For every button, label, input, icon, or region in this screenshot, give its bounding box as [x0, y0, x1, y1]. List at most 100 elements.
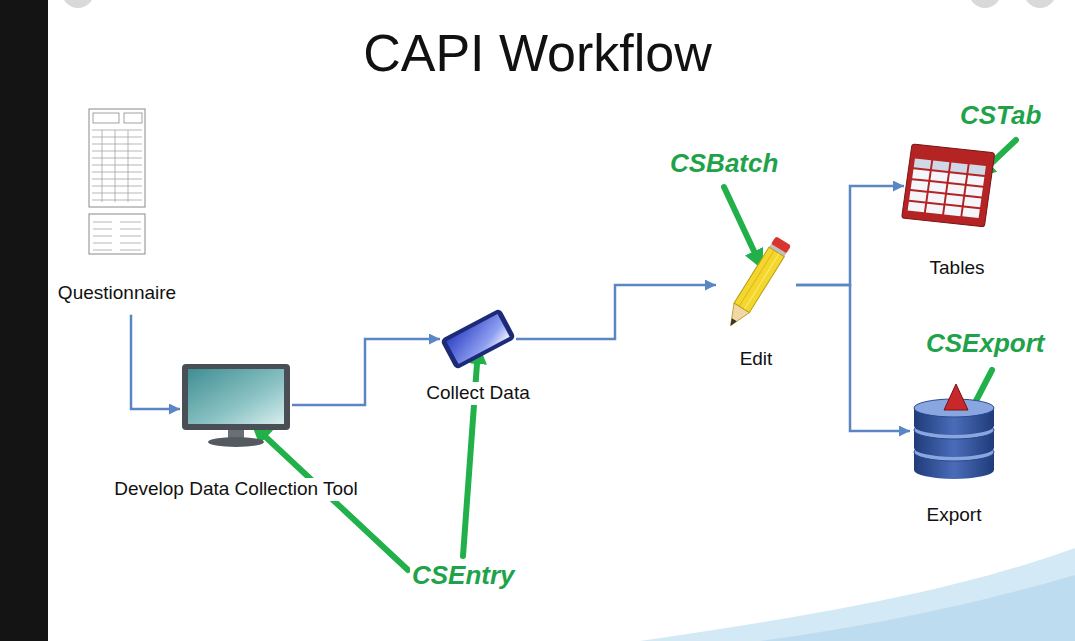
- drawing-part: [949, 173, 966, 184]
- flow-arrow: [292, 339, 440, 405]
- drawing-part: [92, 165, 142, 166]
- program-callout: CSEntry: [410, 560, 517, 591]
- drawing-part: [927, 193, 944, 204]
- corner-dot: [62, 0, 94, 8]
- drawing-part: [968, 164, 985, 175]
- node-label: Edit: [737, 348, 776, 371]
- drawing-part: [946, 195, 963, 206]
- drawing-part: [965, 186, 982, 197]
- drawing-part: [92, 144, 142, 145]
- table-icon: [904, 140, 1010, 232]
- drawing-part: [256, 140, 1016, 570]
- drawing-part: [944, 384, 968, 410]
- drawing-part: [734, 247, 784, 313]
- flow-arrow: [796, 186, 904, 285]
- drawing-part: [723, 303, 749, 330]
- flow-arrow: [131, 315, 180, 409]
- drawing-part: [208, 437, 264, 447]
- drawing-part: [728, 318, 737, 327]
- swoosh: [640, 548, 1075, 641]
- drawing-part: [120, 250, 141, 251]
- drawing-part: [739, 250, 774, 306]
- drawing-part: [912, 169, 929, 180]
- icon-node: Export: [910, 380, 998, 482]
- drawing-part: [914, 159, 931, 170]
- icon-node: Edit: [716, 234, 796, 336]
- icon-node: Questionnaire: [88, 108, 146, 256]
- drawing-part: [92, 186, 142, 187]
- database-icon: [910, 380, 998, 482]
- icon-node: Collect Data: [440, 310, 516, 368]
- program-callout: CSBatch: [668, 148, 780, 179]
- drawing-part: [967, 175, 984, 186]
- swoosh: [760, 575, 1075, 641]
- drawing-part: [92, 200, 142, 201]
- icon-node: Develop Data Collection Tool: [180, 362, 292, 448]
- flow-arrow: [516, 285, 716, 339]
- drawing-part: [440, 308, 516, 370]
- drawing-part: [92, 130, 142, 202]
- drawing-part: [964, 197, 981, 208]
- drawing-part: [120, 243, 141, 244]
- drawing-part: [914, 417, 994, 435]
- drawing-part: [188, 369, 284, 424]
- drawing-part: [93, 236, 112, 237]
- node-label: Collect Data: [423, 382, 533, 405]
- drawing-part: [120, 229, 141, 230]
- program-callout: CSTab: [958, 100, 1043, 131]
- program-callout: CSExport: [924, 328, 1046, 359]
- drawing-part: [947, 184, 964, 195]
- form-icon: [88, 108, 146, 256]
- drawing-part: [115, 130, 116, 202]
- node-label: Export: [924, 504, 985, 527]
- drawing-part: [929, 182, 946, 193]
- callout-arrow: [463, 350, 478, 556]
- drawing-part: [102, 130, 103, 202]
- drawing-part: [92, 151, 142, 152]
- drawing-part: [950, 162, 967, 173]
- flow-arrow: [796, 285, 910, 431]
- tablet-icon: [440, 310, 516, 368]
- drawing-part: [89, 214, 145, 254]
- drawing-part: [182, 364, 290, 430]
- drawing-part: [911, 180, 928, 191]
- drawing-part: [962, 208, 979, 219]
- drawing-part: [92, 179, 142, 180]
- drawing-part: [93, 250, 112, 251]
- node-label: Tables: [927, 257, 988, 280]
- drawing-part: [932, 160, 949, 171]
- drawing-part: [914, 439, 994, 457]
- drawing-part: [89, 109, 145, 207]
- callout-arrow: [724, 187, 760, 264]
- drawing-part: [124, 113, 142, 123]
- drawing-part: [446, 314, 509, 364]
- drawing-part: [93, 222, 141, 250]
- pencil-icon: [716, 234, 796, 336]
- drawing-part: [93, 229, 112, 230]
- drawing-part: [128, 130, 129, 202]
- drawing-part: [902, 144, 995, 227]
- node-label: Questionnaire: [55, 282, 179, 305]
- drawing-part: [120, 222, 141, 223]
- drawing-part: [92, 158, 142, 159]
- drawing-part: [92, 193, 142, 194]
- monitor-icon: [180, 362, 292, 448]
- drawing-part: [93, 113, 119, 123]
- drawing-part: [914, 461, 994, 479]
- drawing-part: [926, 204, 943, 215]
- drawing-part: [909, 191, 926, 202]
- drawing-part: [93, 222, 112, 223]
- drawing-part: [92, 172, 142, 173]
- drawing-part: [131, 186, 910, 431]
- diagram-title: CAPI Workflow: [0, 22, 1075, 84]
- drawing-part: [902, 144, 995, 227]
- drawing-part: [744, 254, 779, 310]
- side-bar: [0, 0, 48, 641]
- corner-dot: [969, 0, 1001, 8]
- drawing-part: [440, 308, 516, 370]
- icon-node: Tables: [904, 140, 1010, 232]
- drawing-part: [908, 202, 925, 213]
